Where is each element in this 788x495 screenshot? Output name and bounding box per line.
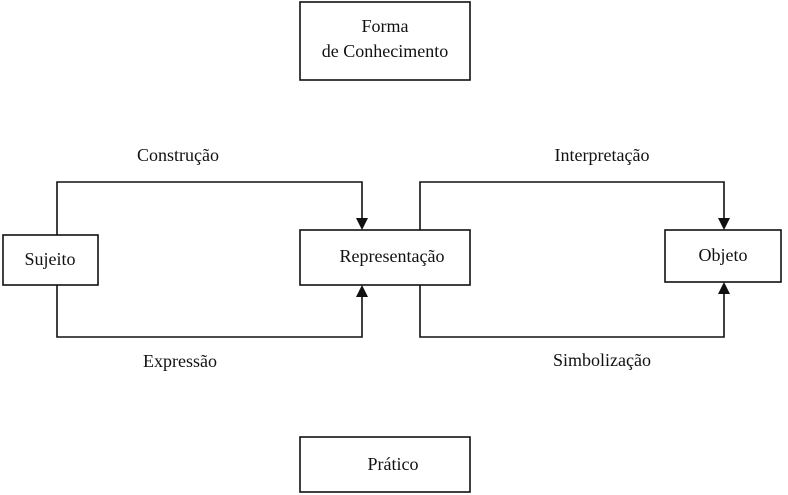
- edge-simbolizacao: Simbolização: [419, 282, 730, 370]
- node-pratico-label: Prático: [368, 454, 419, 474]
- node-objeto-label: Objeto: [699, 245, 748, 265]
- edge-simbolizacao-label: Simbolização: [553, 350, 651, 370]
- edge-construcao-line: [56, 181, 363, 235]
- edge-expressao: Expressão: [56, 285, 368, 371]
- node-pratico: Prático: [299, 436, 471, 493]
- node-representacao-label: Representação: [340, 246, 445, 266]
- edge-expressao-arrowhead: [356, 285, 368, 297]
- node-forma-label-line2: de Conhecimento: [322, 41, 448, 61]
- edge-simbolizacao-arrowhead: [718, 282, 730, 294]
- edge-construcao-arrowhead: [356, 218, 368, 230]
- edge-interpretacao-label: Interpretação: [555, 145, 650, 165]
- edge-expressao-line: [56, 285, 363, 338]
- edge-construcao: Construção: [56, 145, 368, 235]
- node-sujeito: Sujeito: [2, 234, 99, 286]
- edge-interpretacao-line: [419, 181, 725, 230]
- edge-expressao-label: Expressão: [143, 351, 217, 371]
- node-forma-label-line1: Forma: [362, 16, 409, 36]
- node-sujeito-label: Sujeito: [24, 249, 75, 269]
- node-objeto: Objeto: [664, 229, 782, 283]
- node-forma-de-conhecimento: Forma de Conhecimento: [299, 1, 471, 81]
- node-representacao: Representação: [299, 229, 471, 286]
- edge-simbolizacao-line: [419, 285, 725, 338]
- edge-construcao-label: Construção: [137, 145, 219, 165]
- edge-interpretacao-arrowhead: [718, 218, 730, 230]
- edge-interpretacao: Interpretação: [419, 145, 730, 230]
